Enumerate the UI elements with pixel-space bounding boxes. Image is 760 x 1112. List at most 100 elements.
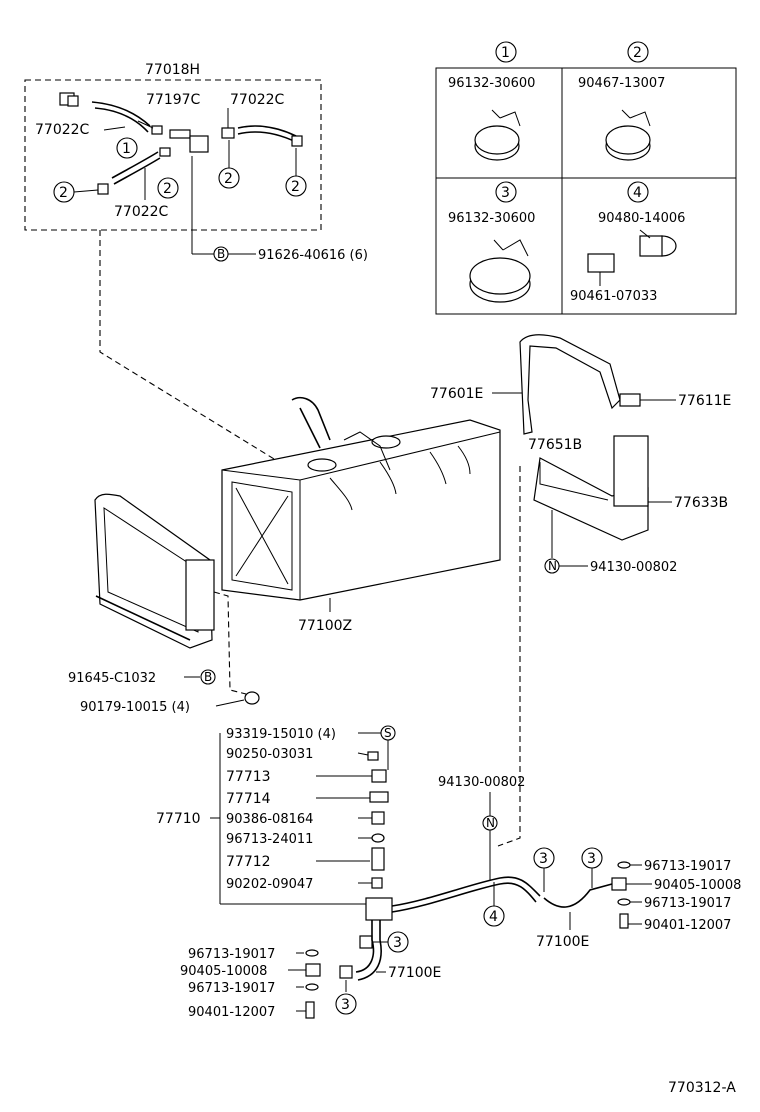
part-77601E: 77601E — [430, 386, 483, 402]
washer-90202 — [371, 877, 383, 889]
valve-77197C — [189, 135, 209, 153]
fuel-tank: 77100Z — [221, 396, 501, 634]
gasket-icon — [305, 949, 319, 957]
hose-right-edge — [237, 131, 297, 143]
left-band: 91645-C1032 B 90179-10015 (4) — [68, 493, 260, 715]
callout-text: 2 — [224, 171, 233, 187]
group-77018H: 77018H 77197C 77022C 77022C 77022C 1 — [24, 62, 368, 263]
left-b-part: 91645-C1032 — [68, 671, 156, 686]
plug-90386 — [371, 811, 385, 825]
callout-text: 4 — [633, 185, 642, 201]
clamp-right — [221, 127, 235, 139]
part-77712-icon — [371, 847, 385, 871]
right-item-1: 90405-10008 — [654, 878, 741, 893]
callout-text: 3 — [341, 997, 350, 1013]
hose-upper-left — [91, 101, 151, 127]
figure-id: 770312-A — [668, 1080, 736, 1096]
lower-clamp-icon-2 — [339, 965, 353, 979]
lower-item-0: 96713-19017 — [188, 947, 275, 962]
clamp-4-header: 4 — [627, 181, 649, 203]
clamp-1-header: 1 — [495, 41, 517, 63]
lower-item-2: 96713-19017 — [188, 981, 275, 996]
callout-2d: 2 — [285, 175, 307, 197]
group-box — [24, 79, 322, 231]
tank-end-panel — [231, 481, 293, 591]
part-77197C: 77197C — [146, 92, 201, 108]
callout-text: 1 — [122, 141, 131, 157]
link-group-tank — [99, 230, 293, 471]
b-marker-left: B — [200, 669, 216, 685]
part-77651B: 77651B — [528, 437, 582, 453]
left-band-bracket — [185, 559, 215, 631]
part-94130-hose: 94130-00802 — [438, 775, 525, 790]
fitting-lower — [305, 963, 321, 977]
part-94130-right: 94130-00802 — [590, 560, 677, 575]
nut-icon — [244, 691, 260, 705]
clamp-far-right — [291, 135, 303, 147]
hose-77100E-right — [543, 883, 613, 908]
clamp-2-tabs — [621, 109, 651, 127]
callout-text: 2 — [59, 185, 68, 201]
right-band-bracket — [613, 435, 649, 507]
hose-main — [391, 876, 541, 907]
clamp-4-part-b: 90461-07033 — [570, 289, 657, 304]
right-item-3: 90401-12007 — [644, 918, 731, 933]
gasket-96713 — [371, 833, 385, 843]
gasket-icon — [617, 898, 631, 906]
bolt-91626: 91626-40616 (6) — [258, 248, 368, 263]
drain-item-4: 90386-08164 — [226, 812, 313, 827]
clamp-table: 1 2 3 4 96132-30600 90467-13007 96132-30… — [435, 41, 737, 315]
clamp-1-ring — [474, 125, 520, 155]
callout-3-lower-a: 3 — [387, 931, 409, 953]
filler-neck-edge — [299, 407, 321, 449]
hose-main-edge — [391, 882, 537, 913]
hose-upper-left-edge — [94, 107, 149, 133]
hose-lower — [111, 151, 159, 179]
leader — [137, 120, 154, 129]
marker-text: S — [384, 726, 392, 740]
clamp-4-body — [639, 235, 663, 257]
clamp-2-part: 90467-13007 — [578, 76, 665, 91]
right-item-2: 96713-19017 — [644, 896, 731, 911]
clamp-small — [151, 125, 163, 135]
drain-item-3: 77714 — [226, 791, 271, 807]
part-77714-icon — [369, 791, 389, 803]
drain-item-1: 90250-03031 — [226, 747, 313, 762]
tee-fitting — [169, 129, 191, 139]
n-marker-hose: N — [482, 815, 498, 831]
n-marker-right: N — [544, 558, 560, 574]
clamp-4-part-a: 90480-14006 — [598, 211, 685, 226]
clamp-3-part: 96132-30600 — [448, 211, 535, 226]
band-77601E — [519, 334, 621, 435]
callout-text: 3 — [587, 851, 596, 867]
fitting-right — [611, 877, 627, 891]
clamp-3-tabs — [493, 239, 529, 257]
leader — [215, 699, 245, 707]
drain-group: 77710 93319-15010 (4) 90250-03031 77713 … — [156, 725, 396, 921]
screw-90250 — [367, 751, 379, 761]
tank-ribs — [329, 445, 471, 511]
callout-text: 2 — [163, 181, 172, 197]
clamp-1-tabs — [491, 109, 521, 127]
hose-lower-edge — [113, 157, 161, 185]
s-marker: S — [380, 725, 396, 741]
gasket-icon — [617, 861, 631, 869]
drain-item-6: 77712 — [226, 854, 271, 870]
drain-item-5: 96713-24011 — [226, 832, 313, 847]
clamp-2-header: 2 — [627, 41, 649, 63]
marker-text: B — [217, 247, 225, 261]
part-77022C-c: 77022C — [114, 204, 169, 220]
tank-part: 77100Z — [298, 618, 352, 634]
callout-3-hose-b: 3 — [581, 847, 603, 869]
callout-text: 3 — [539, 851, 548, 867]
callout-text: 3 — [393, 935, 402, 951]
marker-text: B — [204, 670, 212, 684]
group-77710-label: 77710 — [156, 811, 201, 827]
b-marker-top: B — [213, 246, 229, 262]
callout-text: 2 — [291, 179, 300, 195]
link-band-hose — [497, 466, 521, 847]
clamp-1-part: 96132-30600 — [448, 76, 535, 91]
left-nut-part: 90179-10015 (4) — [80, 700, 190, 715]
drain-item-0: 93319-15010 (4) — [226, 727, 336, 742]
